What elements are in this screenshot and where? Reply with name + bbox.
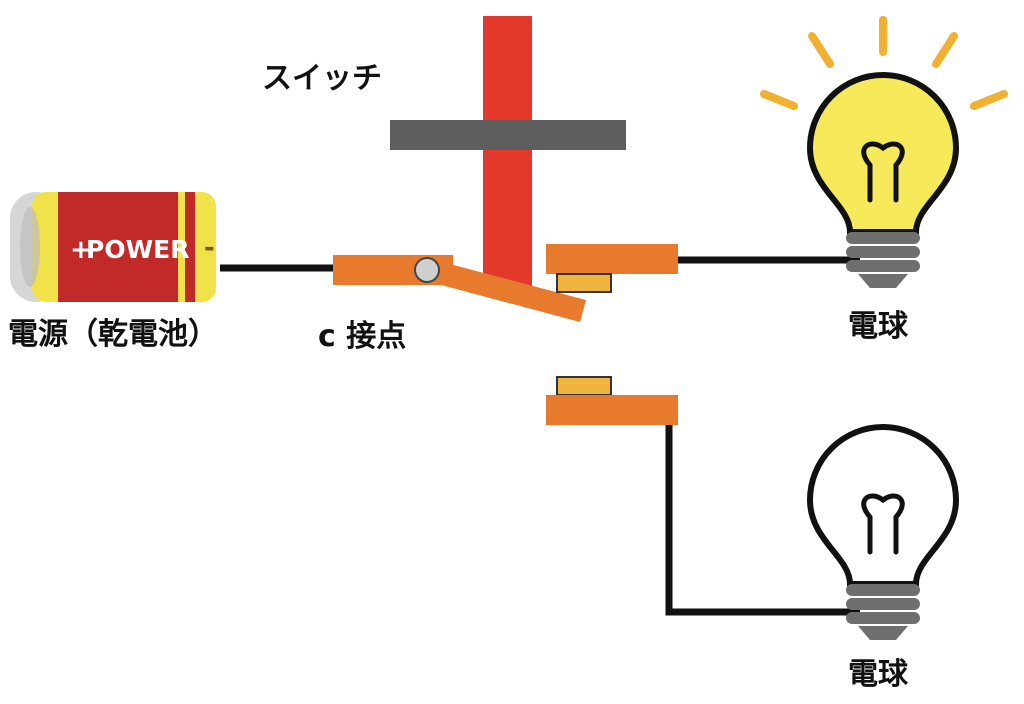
c-contact-arm bbox=[333, 255, 586, 322]
wires bbox=[220, 256, 860, 616]
light-rays bbox=[760, 16, 1008, 110]
switch-bar bbox=[390, 120, 626, 150]
lower-contact-pad bbox=[556, 376, 612, 396]
upper-contact-pad bbox=[556, 273, 612, 293]
bottom-bulb-base bbox=[846, 584, 920, 640]
upper-contact-bar bbox=[546, 244, 678, 274]
top-bulb bbox=[760, 16, 1008, 288]
top-bulb-filament bbox=[861, 141, 905, 203]
c-contact-lever bbox=[430, 260, 586, 322]
top-bulb-glass bbox=[806, 72, 960, 235]
top-bulb-base bbox=[846, 232, 920, 288]
pivot-pin bbox=[414, 257, 440, 283]
bottom-bulb-filament bbox=[861, 493, 905, 555]
lower-contact-bar bbox=[546, 395, 678, 425]
battery-brand: POWER bbox=[86, 235, 189, 264]
lower-contact bbox=[546, 376, 678, 425]
battery-stripe-1 bbox=[185, 192, 195, 302]
bottom-bulb bbox=[806, 424, 960, 640]
switch-actuator-rod bbox=[483, 16, 532, 286]
battery: + POWER - bbox=[10, 192, 216, 302]
battery-label-band bbox=[58, 192, 178, 302]
battery-minus: - bbox=[204, 233, 215, 263]
wire-nc-contact-to-bottom-bulb bbox=[665, 420, 860, 616]
bottom-bulb-label: 電球 bbox=[848, 657, 908, 692]
upper-contact bbox=[546, 244, 678, 293]
bottom-bulb-glass bbox=[806, 424, 960, 587]
c-contact-label: c 接点 bbox=[318, 319, 407, 354]
battery-shine bbox=[20, 207, 40, 287]
top-bulb-label: 電球 bbox=[848, 309, 908, 344]
battery-label: 電源（乾電池） bbox=[8, 317, 218, 352]
battery-plus: + bbox=[70, 235, 92, 265]
switch-label: スイッチ bbox=[262, 61, 382, 96]
